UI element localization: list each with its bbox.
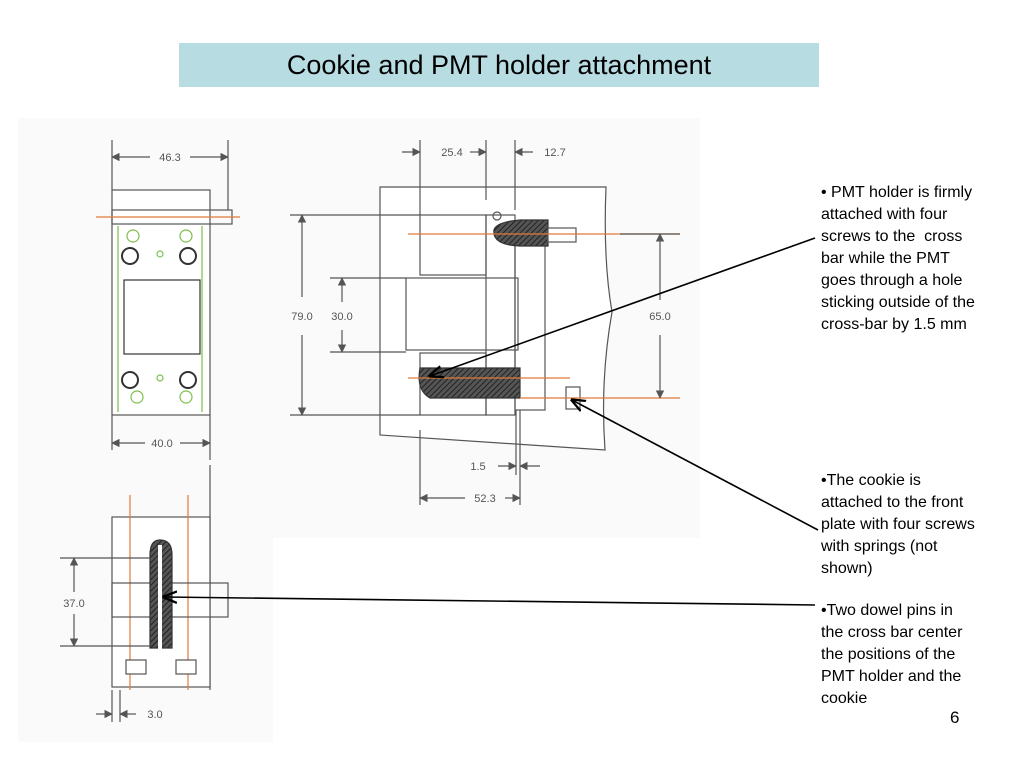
dim-height-65: 65.0 bbox=[649, 311, 670, 323]
screw-hole bbox=[179, 390, 193, 404]
dim-offset-1-5: 1.5 bbox=[470, 461, 485, 473]
note-line: shown) bbox=[821, 560, 873, 577]
note-line: •The cookie is bbox=[821, 472, 921, 489]
upper-screw-section bbox=[493, 219, 549, 247]
screw-head bbox=[121, 247, 139, 265]
dowel-hole bbox=[156, 374, 164, 382]
note-pmt-holder: • PMT holder is firmly attached with fou… bbox=[821, 182, 1017, 336]
note-line: the positions of the bbox=[821, 646, 956, 663]
screw-head bbox=[121, 371, 139, 389]
page-number: 6 bbox=[950, 708, 960, 727]
dim-base-width: 40.0 bbox=[151, 438, 172, 450]
upper-screw-head bbox=[547, 227, 577, 243]
bottom-screw bbox=[125, 659, 147, 675]
slide-title: Cookie and PMT holder attachment bbox=[286, 49, 712, 80]
front-view bbox=[96, 140, 240, 460]
dim-side-12: 12.7 bbox=[544, 147, 565, 159]
note-line: attached with four bbox=[821, 206, 948, 223]
note-line: screws to the cross bbox=[821, 228, 963, 245]
note-line: • PMT holder is firmly bbox=[821, 184, 973, 201]
dim-height-79: 79.0 bbox=[291, 311, 312, 323]
screw-head bbox=[179, 247, 197, 265]
dim-width-52: 52.3 bbox=[474, 493, 495, 505]
note-cookie: •The cookie is attached to the front pla… bbox=[821, 470, 1017, 580]
side-view bbox=[290, 140, 680, 505]
leader-dowel-pins bbox=[164, 597, 816, 606]
title-banner: Cookie and PMT holder attachment bbox=[179, 43, 819, 87]
leader-cookie bbox=[572, 400, 819, 531]
dim-side-25: 25.4 bbox=[441, 147, 462, 159]
note-line: cross-bar by 1.5 mm bbox=[821, 316, 967, 333]
dowel-pin bbox=[492, 211, 502, 221]
screw-hole bbox=[126, 229, 140, 243]
note-line: with springs (not bbox=[821, 538, 938, 555]
bottom-screw bbox=[175, 659, 197, 675]
dowel-hole bbox=[156, 250, 164, 258]
note-line: plate with four screws bbox=[821, 516, 975, 533]
lower-screw-section bbox=[418, 367, 521, 399]
screw-head bbox=[179, 371, 197, 389]
note-line: goes through a hole bbox=[821, 272, 963, 289]
callout-lines bbox=[164, 237, 819, 606]
dim-top-width: 46.3 bbox=[159, 152, 180, 164]
dim-height-37: 37.0 bbox=[63, 598, 84, 610]
screw-hole bbox=[130, 390, 144, 404]
pmt-cutout bbox=[123, 279, 201, 355]
leader-pmt-holder bbox=[430, 237, 816, 376]
note-line: cookie bbox=[821, 690, 868, 707]
dim-height-30: 30.0 bbox=[331, 311, 352, 323]
dim-width-3: 3.0 bbox=[147, 709, 162, 721]
note-line: bar while the PMT bbox=[821, 250, 950, 267]
bottom-view bbox=[60, 465, 229, 722]
note-line: the cross bar center bbox=[821, 624, 963, 641]
cross-bar bbox=[405, 277, 519, 351]
note-line: •Two dowel pins in bbox=[821, 602, 953, 619]
note-line: PMT holder and the bbox=[821, 668, 962, 685]
note-line: attached to the front bbox=[821, 494, 964, 511]
screw-hole bbox=[179, 229, 193, 243]
note-line: sticking outside of the bbox=[821, 294, 975, 311]
note-dowel-pins: •Two dowel pins in the cross bar center … bbox=[821, 600, 1017, 710]
